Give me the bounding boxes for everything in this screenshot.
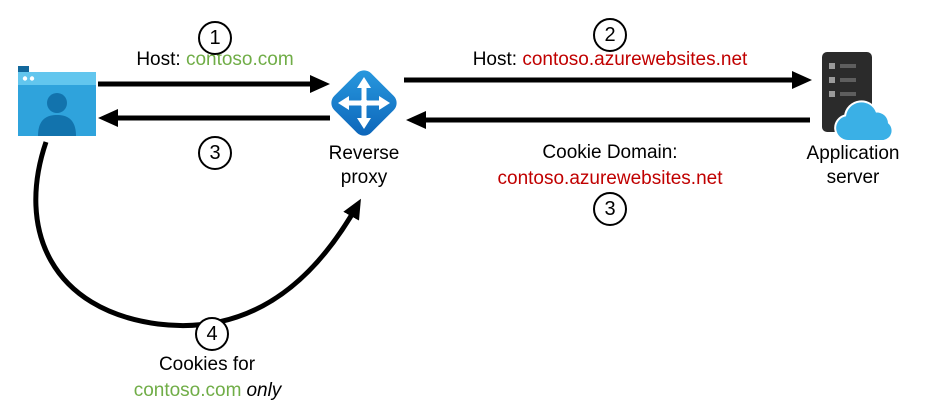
application-server-label: Application server (806, 143, 900, 188)
step-4-badge: 4 (195, 317, 229, 351)
browser-user-icon (18, 66, 96, 136)
step-3-number: 3 (604, 197, 616, 220)
reverse-proxy-label: Reverse proxy (328, 143, 400, 188)
azurewebsites-host: contoso.azurewebsites.net (522, 49, 748, 70)
contoso-host: contoso.com (185, 49, 294, 70)
cookie-domain-label: Cookie Domain: contoso.azurewebsites.net (460, 140, 760, 192)
cloud-icon (834, 100, 894, 142)
cookie-domain-title: Cookie Domain: (542, 142, 678, 163)
step-2-label: Host: contoso.azurewebsites.net (430, 48, 790, 73)
arrow-cookies-curve (33, 141, 361, 328)
application-server-icon (812, 52, 896, 144)
step-2-badge: 2 (593, 18, 627, 52)
step-3-left-badge: 3 (198, 136, 232, 170)
step-1-badge: 1 (198, 21, 232, 55)
step-4-number: 4 (206, 322, 218, 345)
host-prefix: Host: (472, 49, 523, 70)
contoso-host: contoso.com (133, 380, 242, 401)
only-suffix: only (246, 380, 282, 401)
reverse-proxy-icon (326, 65, 402, 141)
host-prefix: Host: (136, 49, 186, 70)
step-3-number: 3 (209, 141, 221, 164)
step-2-number: 2 (604, 23, 616, 46)
cookies-for-label: Cookies for (158, 354, 256, 375)
cookie-domain-value: contoso.azurewebsites.net (497, 168, 723, 189)
step-1-number: 1 (209, 26, 221, 49)
step-3-right-badge: 3 (593, 192, 627, 226)
